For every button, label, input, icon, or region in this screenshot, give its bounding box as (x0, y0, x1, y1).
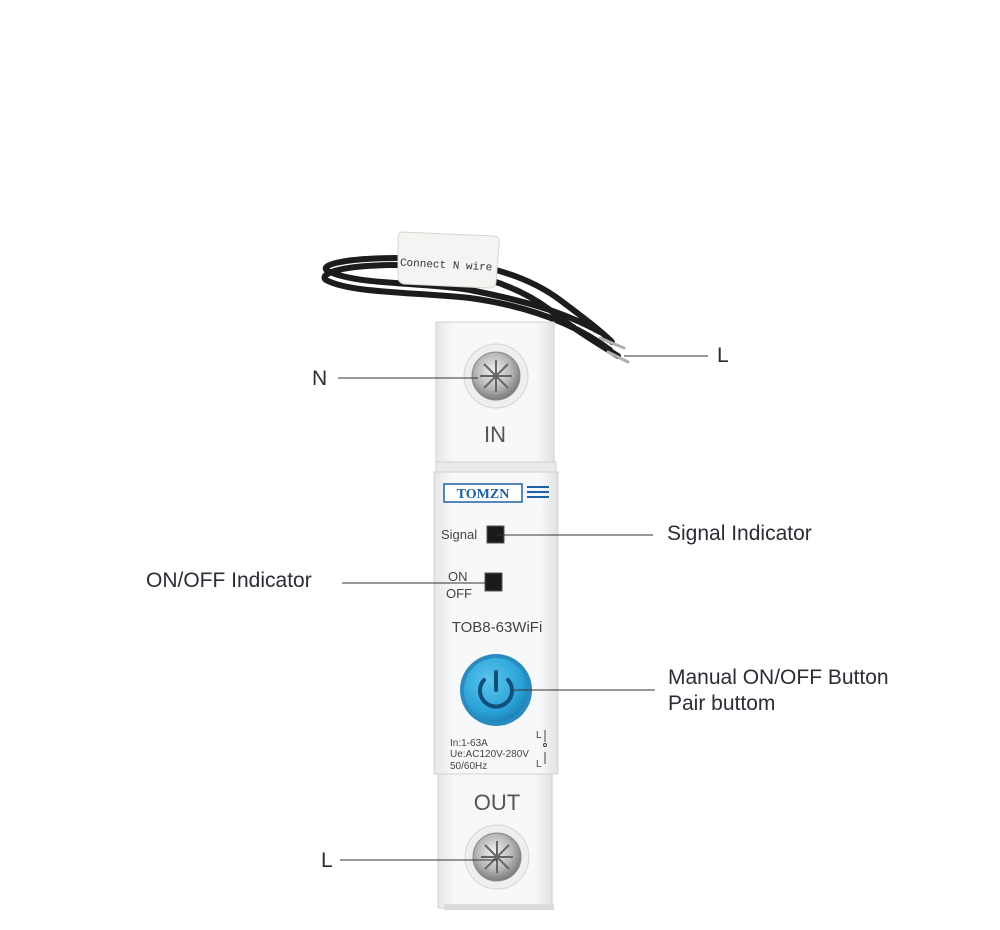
spec-freq: 50/60Hz (450, 761, 487, 772)
on-label: ON (448, 569, 468, 584)
out-terminal-screw (464, 824, 530, 890)
callout-n-in: N (312, 367, 328, 390)
wire-tag-label: Connect N wire (400, 258, 493, 275)
callout-manual-button: Manual ON/OFF Button (668, 666, 889, 689)
switch-symbol-top: L (536, 730, 542, 741)
n-wire-bundle (321, 254, 630, 364)
switch-symbol-bottom: L (536, 759, 542, 770)
callout-l-out: L (321, 849, 333, 872)
callout-onoff-indicator: ON/OFF Indicator (146, 569, 312, 592)
device-body (433, 321, 559, 910)
onoff-led (484, 572, 503, 592)
brand-name: TOMZN (457, 487, 510, 502)
brand-logo: TOMZN (443, 483, 549, 503)
callout-signal-indicator: Signal Indicator (667, 522, 812, 545)
callout-l-wire: L (717, 344, 729, 367)
out-label: OUT (474, 790, 520, 815)
spec-current: In:1-63A (450, 738, 488, 749)
off-label: OFF (446, 586, 472, 601)
callout-pair-button: Pair buttom (668, 692, 776, 715)
model-label: TOB8-63WiFi (452, 619, 543, 636)
power-button[interactable] (460, 654, 532, 726)
wire-tag: Connect N wire (397, 231, 500, 289)
power-icon (478, 670, 514, 709)
in-terminal-screw (463, 343, 529, 409)
signal-label: Signal (441, 527, 477, 542)
switch-symbol: L L (536, 730, 547, 770)
in-label: IN (484, 422, 506, 447)
spec-voltage: Ue:AC120V-280V (450, 749, 529, 760)
leader-lines (338, 355, 708, 861)
